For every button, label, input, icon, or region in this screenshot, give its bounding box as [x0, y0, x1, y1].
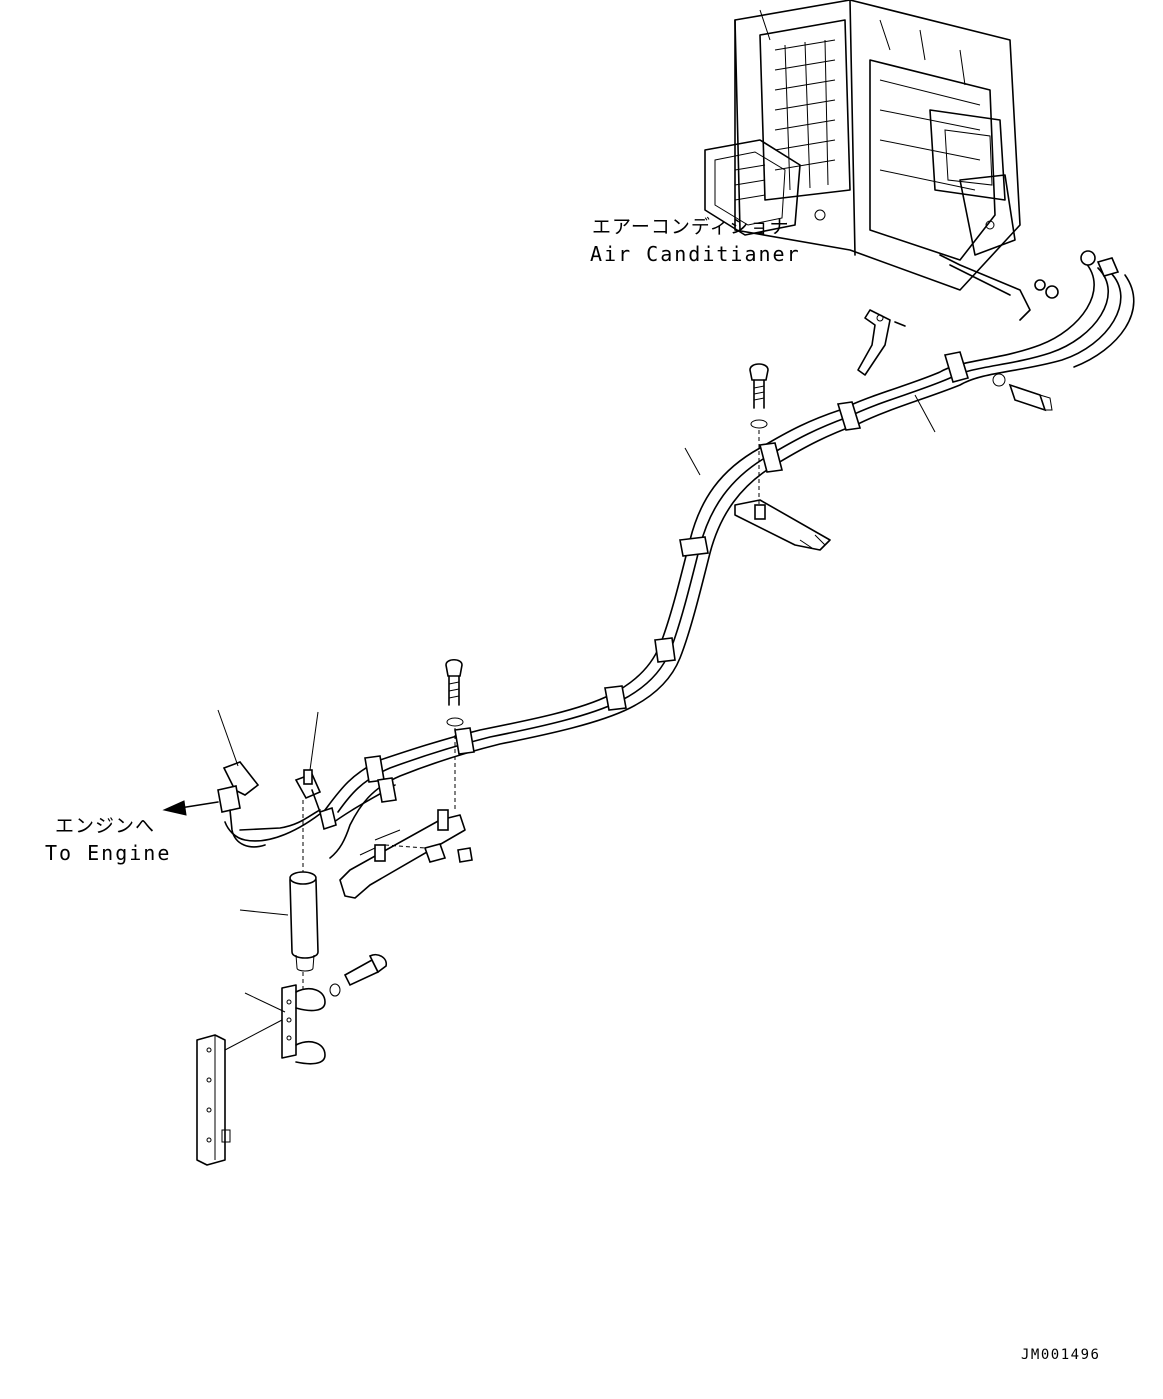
- hose-clamps: [364, 351, 970, 803]
- engine-connector: [217, 761, 337, 848]
- upper-bracket-assembly: [684, 309, 1053, 551]
- air-conditioner-unit: [704, 0, 1031, 321]
- lower-bracket-assembly: [339, 658, 473, 899]
- air-conditioner-label-en: Air Canditianer: [590, 242, 801, 266]
- drawing-code: JM001496: [1021, 1347, 1101, 1363]
- receiver-drier: [289, 800, 319, 990]
- air-conditioner-label-jp: エアーコンディショナ: [592, 216, 790, 238]
- frame-rail: [196, 1034, 231, 1166]
- to-engine-arrow: [162, 800, 219, 816]
- ac-hose-fittings: [1034, 250, 1120, 299]
- drier-clamp-bracket: [281, 953, 388, 1065]
- leader-lines: [217, 709, 319, 1051]
- to-engine-label-en: To Engine: [45, 841, 172, 865]
- to-engine-label-jp: エンジンへ: [55, 815, 156, 837]
- hose-bundle: [224, 261, 1135, 859]
